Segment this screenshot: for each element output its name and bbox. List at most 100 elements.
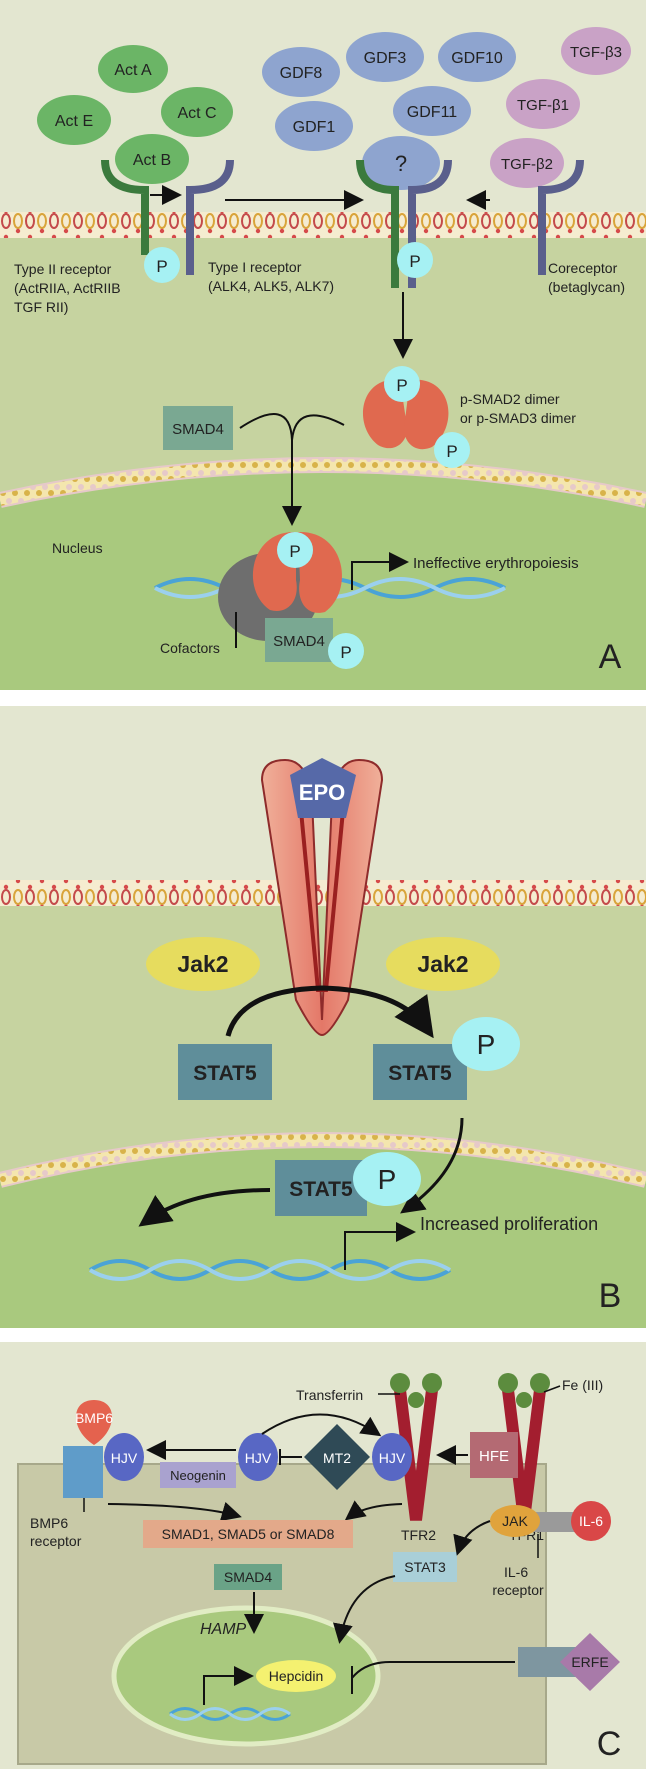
phospho-badge xyxy=(144,247,180,283)
phospho-label: P xyxy=(446,442,457,461)
hjv-middle xyxy=(238,1433,278,1481)
epo-ligand xyxy=(290,758,356,818)
neogenin-label: Neogenin xyxy=(170,1468,226,1483)
type2-receptor-middle xyxy=(356,159,399,288)
stat3-label: STAT3 xyxy=(404,1559,446,1575)
psmad-dimer-label: p-SMAD2 dimer or p-SMAD3 dimer xyxy=(460,391,576,426)
jak-ellipse xyxy=(490,1505,540,1537)
act-b-label: Act B xyxy=(133,152,171,169)
psmad-dimer xyxy=(362,379,449,450)
il6-label: IL-6 xyxy=(579,1513,603,1529)
hamp-label: HAMP xyxy=(200,1621,247,1638)
hjv-tfr2-label: HJV xyxy=(379,1450,406,1466)
bmp6-ligand xyxy=(76,1400,112,1445)
tgfb2-ligand xyxy=(490,138,564,188)
tfr2-label: TFR2 xyxy=(401,1527,436,1543)
nuclear-smad4-box xyxy=(265,618,333,662)
gdf-ligands: GDF8 GDF3 GDF10 GDF1 GDF11 ? xyxy=(262,32,516,190)
stat5-left-box xyxy=(178,1044,272,1100)
hjv-middle-label: HJV xyxy=(245,1450,272,1466)
stat5-nuclear-label: STAT5 xyxy=(289,1178,353,1201)
smad4-c-label: SMAD4 xyxy=(224,1569,272,1585)
type2-receptor-label: Type II receptor (ActRIIA, ActRIIB TGF R… xyxy=(14,261,124,315)
phospho-badge xyxy=(277,532,313,568)
tgfb3-label: TGF-β3 xyxy=(570,44,622,61)
phospho-label: P xyxy=(289,542,300,561)
dna-helix-c xyxy=(169,1707,291,1721)
cofactors-label: Cofactors xyxy=(160,640,220,656)
tgfb-ligands: TGF-β3 TGF-β1 TGF-β2 xyxy=(490,27,631,188)
act-a-ligand xyxy=(98,45,168,93)
increased-proliferation-label: Increased proliferation xyxy=(420,1214,598,1234)
phospho-badge xyxy=(384,366,420,402)
phospho-label: P xyxy=(396,376,407,395)
act-b-ligand xyxy=(115,134,189,184)
panel-c-letter: C xyxy=(597,1725,622,1763)
gdf3-ligand xyxy=(346,32,424,82)
type1-receptor-middle xyxy=(408,159,452,288)
gdf10-ligand xyxy=(438,32,516,82)
smad158-box xyxy=(143,1520,353,1548)
hepcidin-label: Hepcidin xyxy=(269,1668,323,1684)
tgfb3-ligand xyxy=(561,27,631,75)
erfe-label: ERFE xyxy=(571,1654,608,1670)
smad4-label: SMAD4 xyxy=(172,421,224,438)
panel-b-letter: B xyxy=(599,1277,622,1315)
hfe-label: HFE xyxy=(479,1448,509,1465)
activin-ligands: Act A Act E Act C Act B xyxy=(37,45,233,184)
act-e-label: Act E xyxy=(55,113,93,130)
il6-circle xyxy=(571,1501,611,1541)
phospho-badge-b-nuclear xyxy=(353,1152,421,1206)
gdf1-label: GDF1 xyxy=(293,119,336,136)
act-a-label: Act A xyxy=(114,62,152,79)
gdf8-label: GDF8 xyxy=(280,65,323,82)
jak2-right-label: Jak2 xyxy=(417,951,468,977)
nucleus-label: Nucleus xyxy=(52,540,103,556)
hepcidin-ellipse xyxy=(256,1660,336,1692)
phospho-badge xyxy=(328,633,364,669)
dna-helix-b xyxy=(88,1259,452,1281)
smad4-box xyxy=(163,406,233,450)
tgfb1-ligand xyxy=(506,79,580,129)
gdf10-label: GDF10 xyxy=(451,50,503,67)
fe3-label: Fe (III) xyxy=(562,1377,603,1393)
stat5-right-box xyxy=(373,1044,467,1100)
smad158-label: SMAD1, SMAD5 or SMAD8 xyxy=(162,1526,335,1542)
coreceptor xyxy=(538,159,584,275)
hjv-left-label: HJV xyxy=(111,1450,138,1466)
hfe-box xyxy=(470,1432,518,1478)
il6-receptor-label: IL-6 receptor xyxy=(492,1564,544,1598)
panel-c: Transferrin Fe (III) TFR2 TFR1 HFE HJV M… xyxy=(0,1342,646,1769)
act-e-ligand xyxy=(37,95,111,145)
stat3-box xyxy=(393,1552,457,1582)
stat5-right-label: STAT5 xyxy=(388,1062,452,1085)
hjv-tfr2 xyxy=(372,1433,412,1481)
jak2-left xyxy=(146,937,260,991)
phospho-label: P xyxy=(340,643,351,662)
phospho-label-b-nuclear: P xyxy=(378,1164,397,1195)
epo-label: EPO xyxy=(299,780,345,805)
ineffective-erythropoiesis-label: Ineffective erythropoiesis xyxy=(413,555,579,572)
smad4-c-box xyxy=(214,1564,282,1590)
unknown-ligand-label: ? xyxy=(395,151,407,176)
jak2-left-label: Jak2 xyxy=(177,951,228,977)
jak2-right xyxy=(386,937,500,991)
tgfb1-label: TGF-β1 xyxy=(517,97,569,114)
nucleus-region-b xyxy=(0,1140,646,1328)
type1-receptor-left xyxy=(186,159,234,275)
gdf3-label: GDF3 xyxy=(364,50,407,67)
tgfb2-label: TGF-β2 xyxy=(501,156,553,173)
gdf11-label: GDF11 xyxy=(407,104,457,121)
bmp6-label: BMP6 xyxy=(75,1410,113,1426)
hjv-left xyxy=(104,1433,144,1481)
unknown-ligand xyxy=(362,136,440,190)
phospho-badge xyxy=(434,432,470,468)
jak-label: JAK xyxy=(502,1513,528,1529)
transferrin-label: Transferrin xyxy=(296,1387,363,1403)
mt2-label: MT2 xyxy=(323,1450,351,1466)
gdf8-ligand xyxy=(262,47,340,97)
neogenin-box xyxy=(160,1462,236,1488)
stat5-left-label: STAT5 xyxy=(193,1062,257,1085)
panel-b: EPO Jak2 Jak2 STAT5 STAT5 P STAT5 P Incr… xyxy=(0,706,646,1328)
phospho-badge-b xyxy=(452,1017,520,1071)
